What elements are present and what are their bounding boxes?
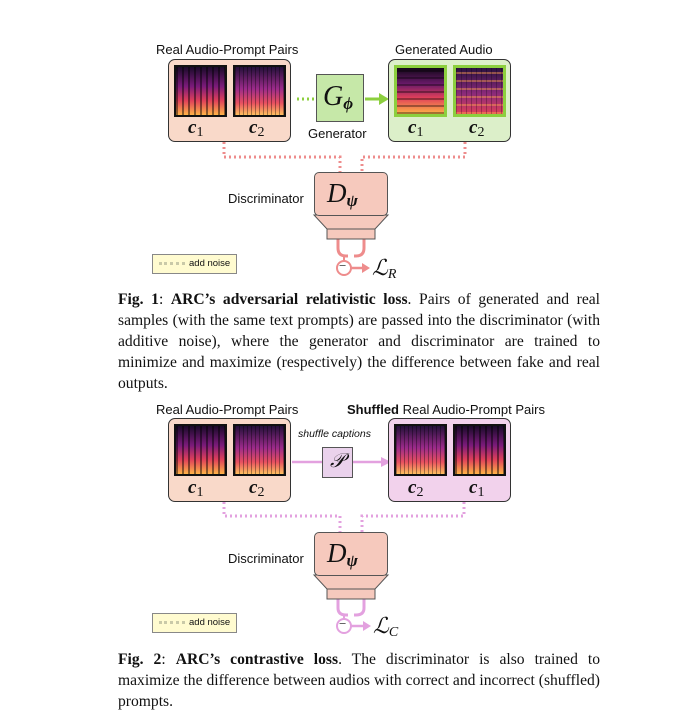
generated-spectrogram-1 (394, 65, 447, 117)
fig1-disc-symbol: Dψ (327, 178, 358, 210)
fig1-discriminator-label: Discriminator (228, 191, 304, 206)
fig1-minus: − (339, 258, 347, 273)
spectrogram-1 (174, 65, 227, 117)
fig2-shuffled-c1: c1 (469, 477, 485, 500)
fig2-noise-legend: add noise (152, 613, 237, 633)
generator-label: Generator (308, 126, 367, 141)
loss-c: ℒC (373, 613, 399, 640)
fig1-real-label: Real Audio-Prompt Pairs (156, 42, 299, 57)
noise-dots-icon (159, 620, 185, 624)
fig2-real-c2: c2 (249, 477, 265, 500)
shuffle-caption: shuffle captions (298, 428, 371, 440)
fig1-generated-box: c1 c2 (388, 59, 511, 142)
spectrogram-2 (233, 65, 286, 117)
fig1-real-c1: c1 (188, 117, 204, 140)
fig2-disc-symbol: Dψ (327, 538, 358, 570)
fig1-caption: Fig. 1: ARC’s adversarial relativistic l… (118, 291, 600, 392)
generator-symbol: Gϕ (323, 81, 354, 113)
fig2-caption: Fig. 2: ARC’s contrastive loss. The disc… (118, 651, 601, 710)
fig2-real-pairs-box: c1 c2 (168, 418, 291, 502)
noise-dots-icon (159, 261, 185, 265)
permutation-symbol: 𝒫 (330, 450, 345, 472)
fig2-real-label: Real Audio-Prompt Pairs (156, 402, 299, 417)
fig2-real-c1: c1 (188, 477, 204, 500)
fig1-generated-label: Generated Audio (395, 42, 493, 57)
loss-r: ℒR (372, 255, 397, 282)
fig2-minus: − (339, 616, 347, 631)
shuffled-spectrogram-2 (453, 424, 506, 476)
fig1-gen-c1: c1 (408, 117, 424, 140)
fig2-spectrogram-2 (233, 424, 286, 476)
fig2-spectrogram-1 (174, 424, 227, 476)
generator-box: Gϕ (316, 74, 364, 122)
fig2-discriminator-box: Dψ (314, 532, 388, 576)
fig2-shuffled-c2: c2 (408, 477, 424, 500)
permutation-box: 𝒫 (322, 447, 353, 478)
fig1-gen-c2: c2 (469, 117, 485, 140)
generated-spectrogram-2 (453, 65, 506, 117)
fig1-discriminator-box: Dψ (314, 172, 388, 216)
shuffled-spectrogram-1 (394, 424, 447, 476)
fig1-real-pairs-box: c1 c2 (168, 59, 291, 142)
fig2-discriminator-label: Discriminator (228, 551, 304, 566)
fig2-shuffled-label: Shuffled Real Audio-Prompt Pairs (347, 402, 545, 417)
fig2-shuffled-box: c2 c1 (388, 418, 511, 502)
fig1-noise-legend: add noise (152, 254, 237, 274)
fig2-connectors (222, 457, 466, 634)
fig1-real-c2: c2 (249, 117, 265, 140)
